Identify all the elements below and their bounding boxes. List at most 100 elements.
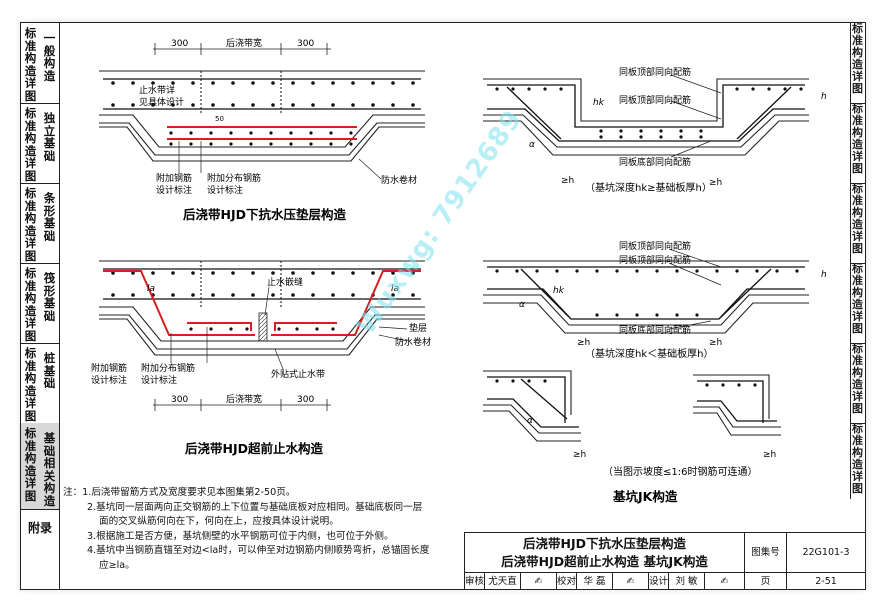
sidebar-section-title: 条形基础 <box>43 191 56 243</box>
label-alpha: α <box>527 416 533 426</box>
note-pit-shallow: （基坑深度hk＜基础板厚h） <box>585 347 713 360</box>
label-h: h <box>821 270 827 280</box>
pit-rebars-right <box>697 380 777 423</box>
label-add-rebar-1: 附加钢筋 <box>91 362 127 374</box>
page-number: 2-51 <box>787 573 866 590</box>
review-label: 审核 <box>465 573 485 590</box>
right-tab: 标准构造详图 <box>851 343 866 424</box>
label-top-same-2: 同板顶部同向配筋 <box>619 94 691 106</box>
dim-300-right: 300 <box>297 39 314 49</box>
title-line-2: 后浇带HJD超前止水构造 基坑JK构造 <box>501 554 708 569</box>
note-line: 3.根据施工是否方便，基坑侧壁的水平钢筋可位于内侧，也可位于外侧。 <box>87 530 394 542</box>
chapter-sidebar: 标准构造详图 一般构造 标准构造详图 独立基础 标准构造详图 条形基础 标准构造… <box>21 23 60 589</box>
label-membrane: 防水卷材 <box>381 174 417 186</box>
label-ge-h-right: ≥h <box>709 178 722 188</box>
dim-band-width: 后浇带宽 <box>226 37 262 49</box>
cushion-rebar-dots <box>189 327 335 331</box>
label-h: h <box>821 92 827 102</box>
label-hk: hk <box>593 98 605 108</box>
sidebar-section-label: 标准构造详图 <box>24 266 37 343</box>
label-top-same-1: 同板顶部同向配筋 <box>619 66 691 78</box>
diagram-hjd-cushion: 300 后浇带宽 300 <box>99 37 425 222</box>
label-la-left: la <box>147 284 155 294</box>
right-tab: 标准构造详图 <box>852 423 863 495</box>
rebar-dots-row <box>111 271 415 297</box>
sidebar-section-appendix[interactable]: 附录 <box>21 509 59 589</box>
title-block-title: 后浇带HJD下抗水压垫层构造 后浇带HJD超前止水构造 基坑JK构造 <box>465 533 745 573</box>
sidebar-section-isolated-footing[interactable]: 标准构造详图 独立基础 <box>21 103 59 184</box>
pit-outline <box>483 260 809 334</box>
right-tab: 标准构造详图 <box>851 23 866 104</box>
sidebar-section-title: 筏形基础 <box>43 271 56 323</box>
dim-band-width: 后浇带宽 <box>226 393 262 405</box>
notes-block: 注：1.后浇带留筋方式及宽度要求见本图集第2-50页。 2.基坑同一层面两向正交… <box>63 486 463 574</box>
dimension-line <box>153 43 331 55</box>
check-label: 校对 <box>557 573 577 590</box>
label-alpha: α <box>529 140 535 150</box>
sidebar-section-general[interactable]: 标准构造详图 一般构造 <box>21 23 59 104</box>
drawings-canvas: 300 后浇带宽 300 <box>91 37 827 504</box>
dim-50: 50 <box>215 115 224 123</box>
leader-lines <box>668 248 722 330</box>
pit-rebars <box>487 84 805 142</box>
label-dist-rebar-1: 附加分布钢筋 <box>141 362 195 374</box>
review-signature: ✍ <box>521 573 557 590</box>
pit-rebar-dots <box>495 87 803 139</box>
caption-pit: 基坑JK构造 <box>612 489 678 504</box>
label-dist-rebar-1: 附加分布钢筋 <box>207 172 261 184</box>
pit-rebar-dots <box>495 269 799 317</box>
label-membrane: 防水卷材 <box>395 336 431 348</box>
sidebar-section-raft[interactable]: 标准构造详图 筏形基础 <box>21 263 59 344</box>
review-name: 尤天直 <box>485 573 521 590</box>
design-name: 刘 敏 <box>669 573 705 590</box>
label-top-same-2: 同板顶部同向配筋 <box>619 254 691 266</box>
label-add-rebar-2: 设计标注 <box>91 374 127 386</box>
label-waterstop-joint: 止水嵌缝 <box>267 276 303 288</box>
pit-outline-right <box>693 374 781 436</box>
leader-lines <box>170 286 408 370</box>
sidebar-section-strip-footing[interactable]: 标准构造详图 条形基础 <box>21 183 59 264</box>
sidebar-appendix-label: 附录 <box>27 521 52 535</box>
caption-hjd-cushion: 后浇带HJD下抗水压垫层构造 <box>183 207 346 222</box>
dim-300-left: 300 <box>171 395 188 405</box>
right-tab: 标准构造详图 <box>851 263 866 344</box>
waterstop-joint <box>258 312 268 342</box>
caption-hjd-advance: 后浇带HJD超前止水构造 <box>185 441 323 456</box>
design-label: 设计 <box>649 573 669 590</box>
sidebar-section-title: 桩基础 <box>43 351 56 391</box>
title-block: 后浇带HJD下抗水压垫层构造 后浇带HJD超前止水构造 基坑JK构造 图集号 2… <box>464 532 866 590</box>
additional-rebars-red <box>103 270 421 336</box>
label-dist-rebar-2: 设计标注 <box>207 184 243 196</box>
pit-outline-left <box>483 370 581 442</box>
label-ge-h-left: ≥h <box>561 176 574 186</box>
sidebar-section-label: 标准构造详图 <box>24 426 37 503</box>
label-ge-h-right: ≥h <box>709 338 722 348</box>
dim-300-left: 300 <box>171 39 188 49</box>
label-ge-h-right: ≥h <box>763 450 776 460</box>
sidebar-section-label: 标准构造详图 <box>24 346 37 423</box>
page-label: 页 <box>745 573 787 590</box>
dimension-line <box>153 399 331 411</box>
note-slope: （当图示坡度≤1:6时钢筋可连通） <box>603 465 757 478</box>
slab-rebars <box>103 78 421 110</box>
label-ge-h-left: ≥h <box>573 450 586 460</box>
pit-rebar-dots <box>495 379 757 387</box>
sidebar-section-pile[interactable]: 标准构造详图 桩基础 <box>21 343 59 424</box>
atlas-label: 图集号 <box>745 533 787 573</box>
note-line: 面的交叉纵筋何向在下，何向在上，应按具体设计说明。 <box>99 516 339 528</box>
note-waterstop-2: 见具体设计 <box>139 96 184 108</box>
atlas-number: 22G101-3 <box>787 533 866 573</box>
drawing-sheet: 标准构造详图 一般构造 标准构造详图 独立基础 标准构造详图 条形基础 标准构造… <box>20 22 866 590</box>
design-signature: ✍ <box>705 573 745 590</box>
leader-lines <box>670 74 722 158</box>
sidebar-section-label: 标准构造详图 <box>24 186 37 263</box>
leader-lines <box>178 141 382 180</box>
cushion-rebar-dots <box>169 131 353 146</box>
note-waterstop-1: 止水带详 <box>139 84 175 96</box>
sidebar-section-related[interactable]: 标准构造详图 基础相关构造 <box>21 423 59 510</box>
slab-outline <box>99 70 425 162</box>
sidebar-section-title: 一般构造 <box>43 31 56 83</box>
sidebar-section-label: 标准构造详图 <box>24 106 37 183</box>
note-line: 注：1.后浇带留筋方式及宽度要求见本图集第2-50页。 <box>63 487 296 498</box>
label-external-waterstop: 外贴式止水带 <box>271 368 325 380</box>
